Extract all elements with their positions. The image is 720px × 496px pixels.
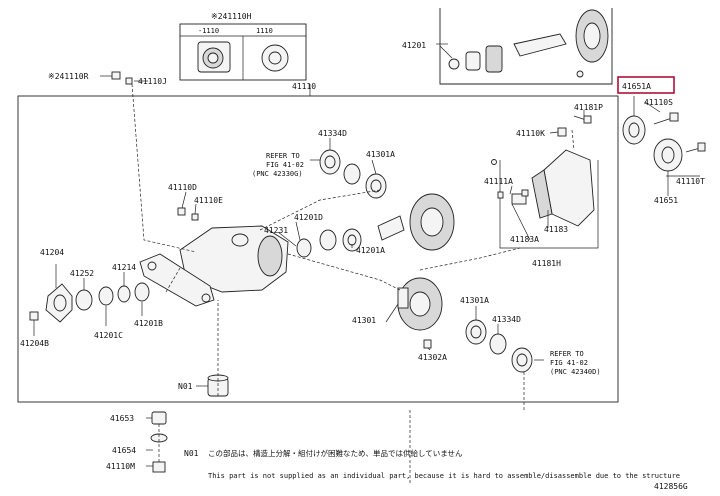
pin-41111a (491, 159, 497, 165)
inset-seal-b (261, 44, 289, 72)
clip-41183a (497, 191, 504, 199)
label-41110k: 41110K (516, 129, 545, 138)
label-41651a[interactable]: 41651A (622, 82, 651, 91)
label-refer2-line2: FIG 41-02 (550, 359, 588, 367)
label-41301: 41301 (352, 316, 376, 325)
footnote-english: This part is not supplied as an individu… (208, 472, 680, 480)
bolt-41110j (125, 77, 133, 85)
label-41301a-lower: 41301A (460, 296, 489, 305)
bearing-41201c (98, 286, 114, 306)
carrier-housing (179, 225, 289, 293)
label-1110-b: 1110 (256, 27, 273, 35)
label-1110-a: -1110 (198, 27, 219, 35)
bolt-41110d (177, 207, 186, 216)
label-41110s: 41110S (644, 98, 673, 107)
label-41111a: 41111A (484, 177, 513, 186)
bolt-41302a (423, 339, 432, 349)
label-41110r: ※241110R (48, 72, 89, 81)
nut-41204b (29, 311, 39, 321)
inset-seal-a (197, 41, 231, 73)
footnote-japanese: この部品は、構造上分解・組付けが困難なため、単品では供給していません (208, 448, 463, 458)
figure-number: 412856G (654, 482, 688, 491)
label-41110t: 41110T (676, 177, 705, 186)
footnote-marker: N01 (184, 449, 199, 458)
label-41110h-inset: ※241110H (211, 12, 252, 21)
label-refer1-line3: (PNC 42330G) (252, 170, 303, 178)
spacer-41231 (296, 238, 312, 258)
label-41181h: 41181H (532, 259, 561, 268)
label-41183: 41183 (544, 225, 568, 234)
bracket-41183 (511, 189, 529, 205)
label-41201: 41201 (402, 41, 426, 50)
nut-41110m (152, 461, 166, 473)
label-41110: 41110 (292, 82, 316, 91)
leader-lines (33, 43, 700, 467)
label-refer2-line1: REFER TO (550, 350, 584, 358)
nut-41110r (111, 71, 121, 80)
label-41653: 41653 (110, 414, 134, 423)
label-41201d: 41201D (294, 213, 323, 222)
label-41204b: 41204B (20, 339, 49, 348)
label-41183a: 41183A (510, 235, 539, 244)
label-41231: 41231 (264, 226, 288, 235)
ring-pinion-set-41201 (448, 9, 609, 78)
footnote: N01 この部品は、構造上分解・組付けが困難なため、単品では供給していません T… (184, 448, 680, 480)
bearing-41301a (365, 173, 387, 199)
label-41110j: 41110J (138, 77, 167, 86)
label-41110m: 41110M (106, 462, 135, 471)
label-refer1-line2: FIG 41-02 (266, 161, 304, 169)
assembly-dashed-lines (131, 83, 575, 484)
frame-41110 (17, 95, 619, 403)
bearing-41201b (134, 282, 150, 302)
label-refer2-line3: (PNC 42340D) (550, 368, 601, 376)
companion-flange-41651a (622, 115, 646, 145)
plug-41110k (557, 127, 567, 137)
part-labels: ※241110H -1110 1110 41201 41651A 41110S … (20, 12, 705, 491)
bushing-41651 (653, 138, 683, 172)
seal-41252 (75, 289, 93, 311)
bolt-41110e (191, 213, 199, 221)
frame-41181h (499, 160, 599, 249)
label-41110e: 41110E (194, 196, 223, 205)
label-41204: 41204 (40, 248, 64, 257)
shim-41334d (489, 333, 507, 355)
bearing-41334d (319, 149, 341, 175)
support-member-41214 (139, 253, 215, 307)
mount-n01 (207, 374, 229, 397)
diff-case-41301 (397, 277, 443, 331)
plug-41181p (573, 115, 592, 124)
label-41301a-upper: 41301A (366, 150, 395, 159)
label-41201a-mid: 41201A (356, 246, 385, 255)
bearing-41301a-lower (465, 319, 487, 345)
label-refer1-line1: REFER TO (266, 152, 300, 160)
washer-41201d (319, 229, 337, 251)
label-41201b: 41201B (134, 319, 163, 328)
ring-gear-41201 (377, 193, 455, 251)
label-41252: 41252 (70, 269, 94, 278)
label-41110d: 41110D (168, 183, 197, 192)
carrier-cover-41181h (531, 149, 595, 227)
label-41334d-lower: 41334D (492, 315, 521, 324)
label-41654: 41654 (112, 446, 136, 455)
label-41302a: 41302A (418, 353, 447, 362)
bearing-lower-right (511, 347, 533, 373)
label-41181p: 41181P (574, 103, 603, 112)
bearing-41201a (342, 228, 362, 252)
label-41214: 41214 (112, 263, 136, 272)
label-41651: 41651 (654, 196, 678, 205)
selected-part-highlight[interactable] (617, 76, 675, 94)
shim-41214 (117, 285, 131, 303)
label-41201c: 41201C (94, 331, 123, 340)
label-n01-mount: N01 (178, 382, 193, 391)
label-41334d-upper: 41334D (318, 129, 347, 138)
shim-41301a (343, 163, 361, 185)
mount-41653 (151, 411, 167, 425)
bolt-41110t (685, 142, 706, 153)
bolt-41110s (653, 112, 679, 125)
flange-41204 (45, 283, 73, 323)
